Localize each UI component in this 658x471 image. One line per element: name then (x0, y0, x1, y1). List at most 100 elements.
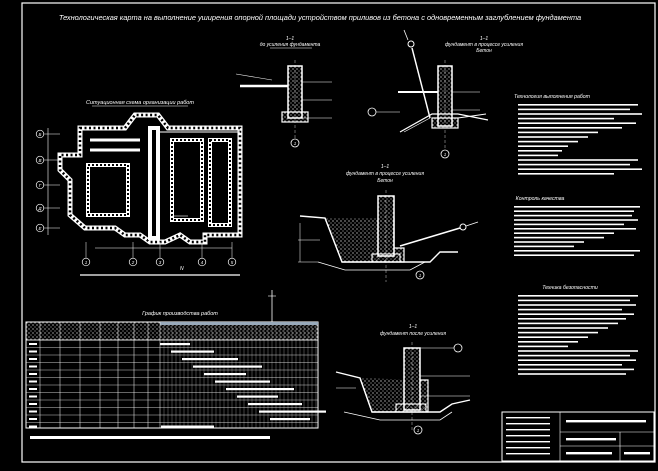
text-line (514, 219, 638, 221)
text-line (518, 131, 598, 134)
text-line (518, 127, 622, 129)
section-4-marker: 1 (417, 428, 420, 433)
text-line (518, 345, 568, 348)
section-2-marker: 1 (444, 152, 447, 157)
text-line (518, 299, 630, 302)
text-line (518, 113, 642, 115)
text-line (518, 117, 614, 120)
section-in-process-middle: 1–1 фундамент в процессе усиления Бетон … (298, 164, 479, 282)
sheet-title: Технологическая карта на выполнение ушир… (59, 13, 581, 22)
schedule-bar (160, 343, 190, 346)
sheet-frame (21, 2, 656, 463)
schedule-title: График производства работ (142, 311, 218, 317)
section-3-caption: фундамент в процессе усиления (346, 171, 424, 177)
text-line (518, 336, 588, 338)
section-3-marker: 1 (419, 273, 422, 278)
schedule-bar (270, 418, 310, 421)
axis-letter-3: Г (39, 183, 42, 188)
text-line (518, 154, 558, 157)
axis-number-1: 1 (85, 260, 88, 265)
section-3-label: 1–1 (381, 164, 390, 170)
schedule-bar (161, 425, 214, 428)
section-after-strengthening: 1–1 фундамент после усиления 1 (335, 324, 471, 435)
text-line (518, 145, 568, 147)
text-line (518, 159, 638, 161)
title-block (501, 411, 655, 462)
tech-block-title: Технология выполнения работ (514, 94, 591, 100)
north-mark: N (180, 266, 184, 272)
section-1-marker: 1 (294, 141, 297, 146)
text-line (518, 173, 614, 175)
schedule-bar (193, 365, 262, 368)
text-line (518, 136, 588, 138)
text-line (518, 122, 636, 124)
axis-letter-4: Д (37, 206, 42, 211)
axis-letter-2: В (38, 158, 41, 163)
section-1-label: 1–1 (286, 36, 295, 42)
text-line (518, 373, 626, 375)
text-line (518, 331, 598, 334)
text-line (518, 150, 562, 152)
text-line (514, 245, 574, 248)
text-line (514, 232, 614, 234)
safety-block-title: Техника безопасности (542, 285, 598, 291)
section-3-sub: Бетон (377, 178, 393, 184)
axis-number-3: 3 (159, 260, 162, 265)
text-line (518, 322, 618, 325)
quality-block-title: Контроль качества (516, 196, 565, 202)
section-4-label: 1–1 (409, 324, 418, 330)
text-line (518, 304, 636, 306)
text-line (518, 295, 638, 297)
axis-letter-5: Е (38, 226, 42, 231)
work-schedule: График производства работ (25, 290, 326, 439)
section-2-caption: фундамент в процессе усиления (445, 42, 523, 48)
text-line (514, 223, 624, 226)
site-plan-title: Ситуационная схема организации работ (86, 100, 194, 106)
text-line (514, 206, 640, 208)
axis-number-4: 4 (201, 260, 204, 265)
section-before-strengthening: 1–1 до усиления фундамента 1 (235, 36, 332, 148)
tech-text-block: Технология выполнения работ (514, 94, 642, 175)
site-plan: Ситуационная схема организации работ Б (35, 100, 243, 276)
schedule-bar (182, 358, 238, 361)
section-in-process-top: 1–1 фундамент в процессе усиления Бетон … (367, 29, 523, 159)
axis-letter-1: Б (39, 132, 42, 137)
axis-number-5: 5 (231, 260, 234, 265)
text-line (514, 228, 636, 230)
text-line (518, 368, 634, 371)
text-line (518, 341, 578, 343)
text-line (518, 308, 622, 311)
text-line (518, 354, 630, 357)
text-line (514, 254, 634, 256)
section-2-sub: Бетон (476, 48, 492, 54)
text-line (518, 327, 608, 329)
schedule-bar (215, 380, 270, 383)
text-line (514, 210, 634, 212)
schedule-bar (248, 403, 302, 406)
schedule-bar (237, 395, 278, 398)
schedule-bar (226, 388, 294, 391)
text-line (514, 214, 632, 217)
text-line (518, 313, 634, 315)
section-2-label: 1–1 (480, 36, 489, 42)
section-4-caption: фундамент после усиления (380, 331, 446, 337)
schedule-bar (171, 350, 214, 353)
section-1-caption: до усиления фундамента (260, 42, 321, 48)
text-line (514, 250, 640, 252)
text-line (518, 108, 630, 111)
schedule-bar (259, 410, 326, 413)
text-line (518, 359, 636, 361)
text-line (518, 140, 578, 143)
text-line (518, 163, 630, 166)
safety-text-block: Техника безопасности (518, 285, 638, 375)
schedule-bar (204, 373, 246, 376)
text-line (518, 350, 638, 352)
text-line (514, 241, 584, 243)
text-line (518, 104, 638, 106)
quality-text-block: Контроль качества (514, 196, 640, 256)
text-line (518, 318, 626, 320)
text-line (518, 168, 642, 170)
text-line (514, 236, 604, 239)
